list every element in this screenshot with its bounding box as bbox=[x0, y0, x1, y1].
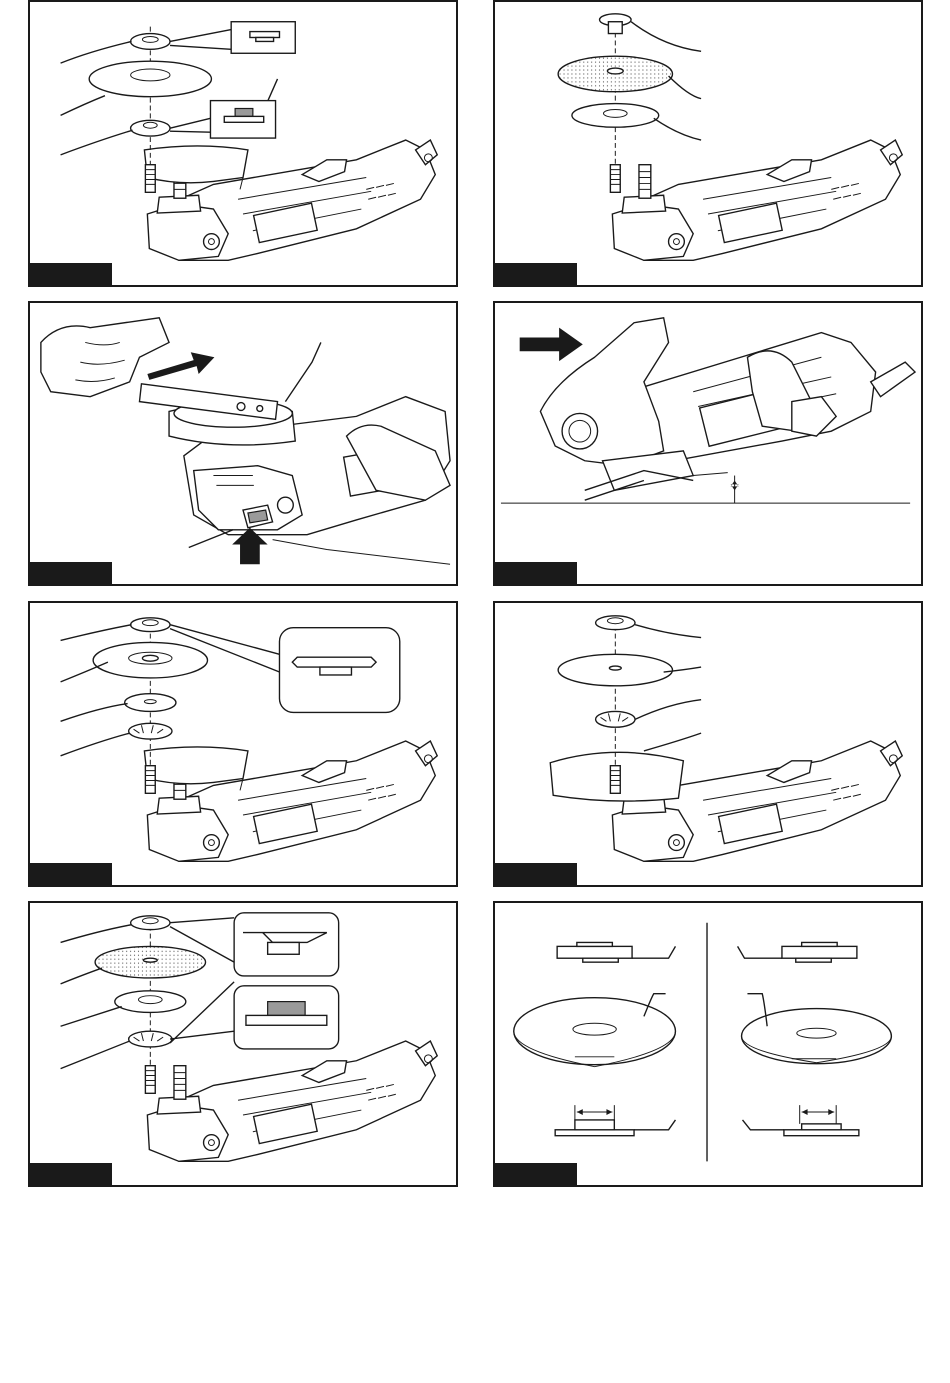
figure-label-tab bbox=[493, 863, 577, 887]
figure-label-tab bbox=[28, 863, 112, 887]
figure-panel-5 bbox=[28, 601, 458, 887]
figure-label-tab bbox=[493, 562, 577, 586]
figure-3-illustration bbox=[30, 303, 456, 584]
figure-panel-8 bbox=[493, 901, 923, 1187]
figure-label-tab bbox=[493, 263, 577, 287]
figure-4-illustration bbox=[495, 303, 921, 584]
figure-panel-3 bbox=[28, 301, 458, 586]
figure-1-illustration bbox=[30, 2, 456, 285]
figure-label-tab bbox=[493, 1163, 577, 1187]
figure-panel-1 bbox=[28, 0, 458, 287]
figure-label-tab bbox=[28, 1163, 112, 1187]
figure-8-illustration bbox=[495, 903, 921, 1185]
figure-label-tab bbox=[28, 562, 112, 586]
figure-panel-6 bbox=[493, 601, 923, 887]
figure-panel-7 bbox=[28, 901, 458, 1187]
figure-2-illustration bbox=[495, 2, 921, 285]
figure-5-illustration bbox=[30, 603, 456, 885]
figure-label-tab bbox=[28, 263, 112, 287]
figure-panel-4 bbox=[493, 301, 923, 586]
figure-6-illustration bbox=[495, 603, 921, 885]
figure-panel-2 bbox=[493, 0, 923, 287]
figure-7-illustration bbox=[30, 903, 456, 1185]
